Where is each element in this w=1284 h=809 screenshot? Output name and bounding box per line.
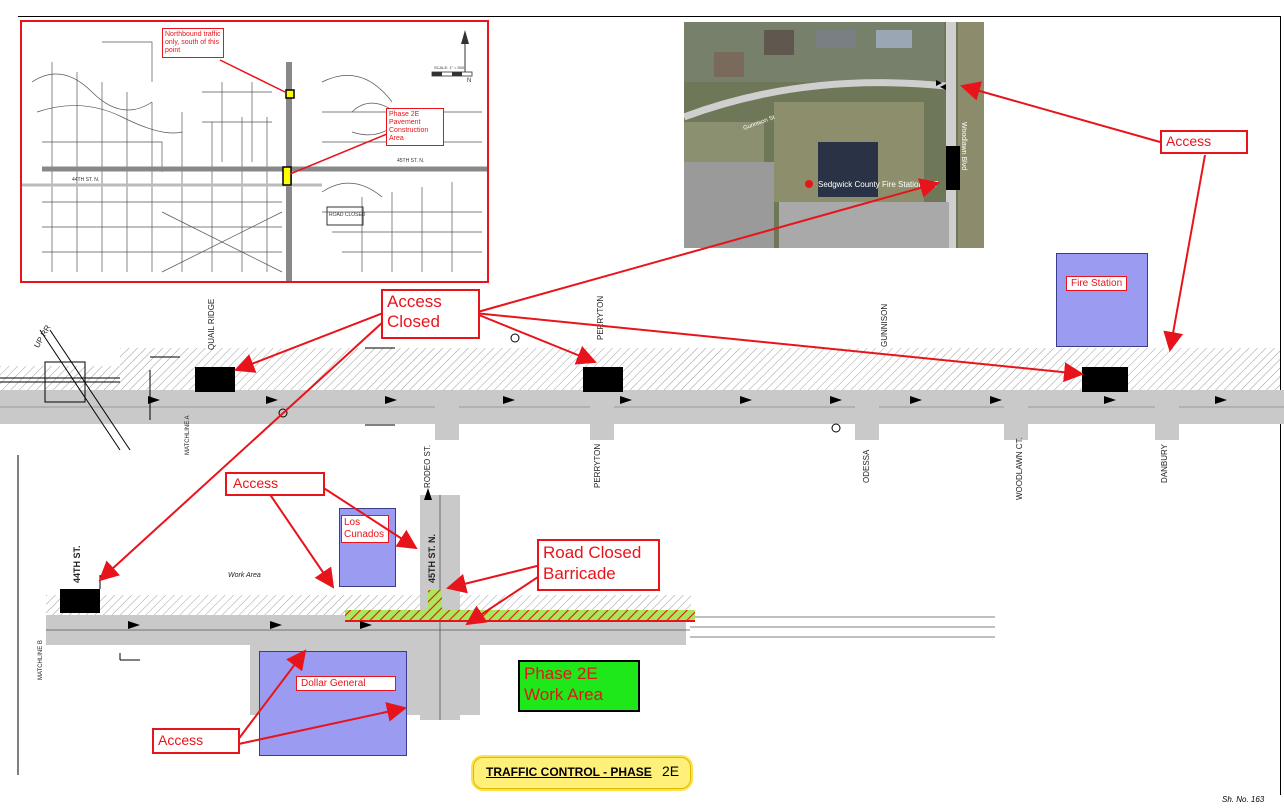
map-44th-label: 44TH ST. N. [72,177,99,183]
fire-station-label: Fire Station [1066,276,1128,291]
dollar-general-label: Dollar General [296,676,396,691]
access-closed-block-perryton [583,367,623,392]
street-45th: 45TH ST. N. [427,533,437,583]
access-closed-block-quail [195,367,235,392]
title-phase: 2E [662,763,680,779]
aerial-fire-station-label: Sedgwick County Fire Station #37 [818,180,939,189]
aerial-photo: Sedgwick County Fire Station #37 Gunniso… [684,22,984,248]
callout-access-top: Access [1160,130,1248,154]
matchline-a: MATCHLINE A [185,415,191,455]
los-cunados-label: Los Cunados [341,515,389,543]
street-gunnison: GUNNISON [880,303,889,347]
title-block: TRAFFIC CONTROL - PHASE 2E [473,757,691,789]
location-map: N SCALE: 1" = 500' 45TH ST. N. 44TH ST. … [20,20,489,283]
fire-station-access-block [946,146,960,190]
access-closed-block-fire [1082,367,1128,392]
phase-construction-note: Phase 2E Pavement Construction Area [386,108,444,146]
aerial-road-label: Woodlawn Blvd [960,122,967,170]
callout-road-closed-barricade: Road Closed Barricade [537,539,660,591]
scale-label: SCALE: 1" = 500' [434,65,465,70]
sheet-number: Sh. No. 163 [1222,795,1265,804]
northbound-marker [285,89,295,99]
callout-phase-work-area: Phase 2E Work Area [518,660,640,712]
callout-access-closed: Access Closed [381,289,480,339]
access-closed-block-44th [60,589,100,613]
work-area-strip [345,610,695,620]
matchline-b: MATCHLINE B [38,640,44,680]
map-45th-label: 45TH ST. N. [397,158,424,164]
aerial-photo-image: Sedgwick County Fire Station #37 Gunniso… [684,22,984,248]
street-44th: 44TH ST. [72,545,82,583]
street-woodlawn-ct: WOODLAWN CT. [1015,437,1024,500]
street-perryton-top: PERRYTON [596,295,605,340]
north-label: N [467,78,471,84]
northbound-note: Northbound traffic only, south of this p… [162,28,224,58]
street-quail-ridge: QUAIL RIDGE [207,298,216,350]
phase-area-marker [282,166,292,186]
callout-access-mid: Access [225,472,325,496]
plan-bottom-drawing [17,455,995,775]
location-map-streets: N SCALE: 1" = 500' 45TH ST. N. 44TH ST. … [22,30,487,281]
work-area-corner [428,590,442,620]
title-main: TRAFFIC CONTROL - PHASE [486,765,652,779]
work-area-note: Work Area [228,572,261,579]
street-danbury: DANBURY [1160,444,1169,483]
dollar-general-building [259,651,407,756]
map-road-closed-label: ROAD CLOSED [329,212,366,218]
callout-access-bottom: Access [152,728,240,754]
fire-station-building [1056,253,1148,347]
plan-bottom: 44TH ST. 45TH ST. N. MATCHLINE B Work Ar… [0,455,1010,775]
